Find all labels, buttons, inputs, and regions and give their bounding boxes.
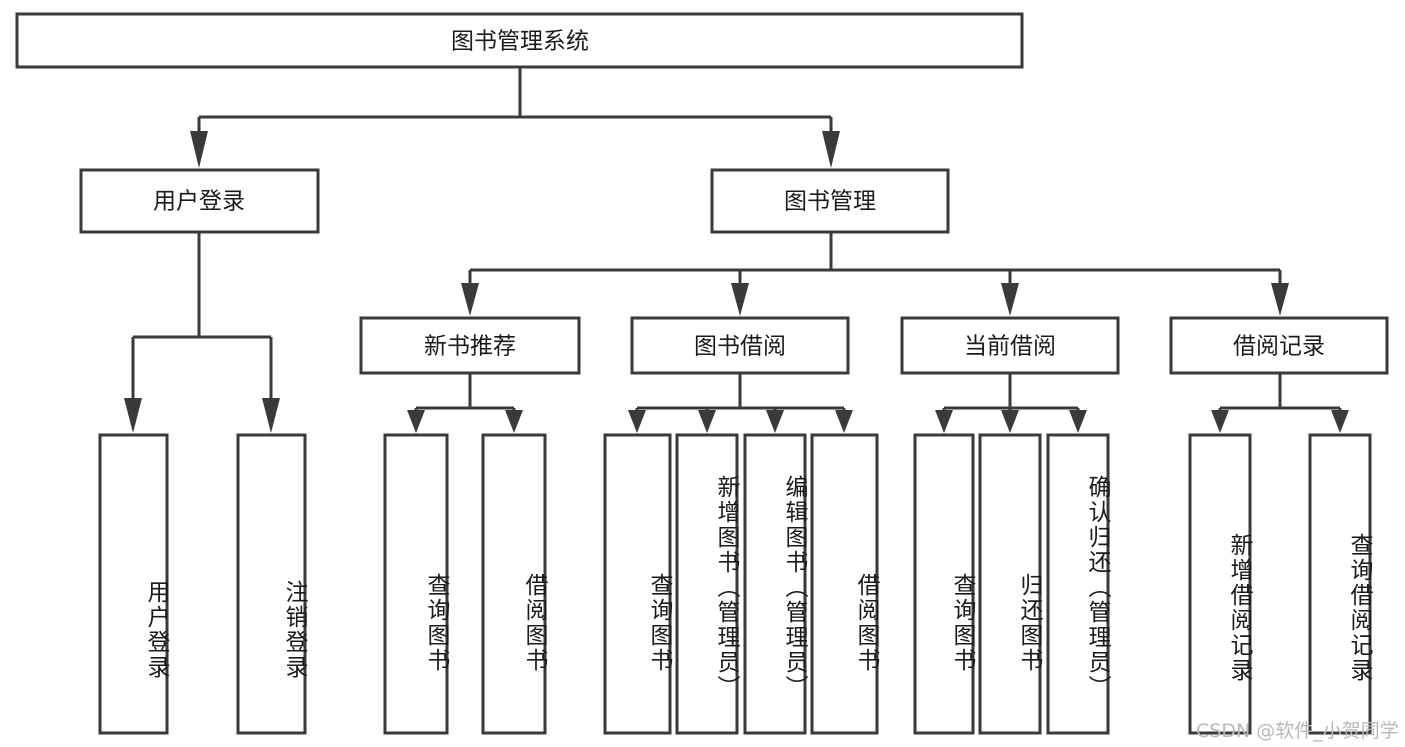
leaf-box-return-book[interactable] [978,433,1042,735]
leaf-box-query-book-borrow[interactable] [603,433,672,735]
arrow-head-leaf-query-book-current [935,410,953,433]
arrow-head-leaf-add-book-admin [698,410,716,433]
leaf-boxes-group [98,433,1372,735]
connector-group-bookmgmt-to-level3 [461,232,1289,316]
leaf-box-borrow-book-rec[interactable] [481,433,547,735]
arrow-head-leaf-borrow-book-rec [505,410,523,433]
leaf-box-add-book-admin[interactable] [675,433,739,735]
node-current-borrow[interactable]: 当前借阅 [900,316,1120,375]
arrow-head-leaf-query-book-borrow [628,410,646,433]
csdn-watermark: CSDN @软件_小贺同学 [1196,720,1399,742]
leaf-box-add-borrow-record[interactable] [1188,433,1252,735]
leaf-box-confirm-return-admin[interactable] [1046,433,1110,735]
arrow-head-leaf-edit-book-admin [766,410,784,433]
leaf-box-logout-login[interactable] [236,433,307,735]
node-user-login[interactable]: 用户登录 [79,168,320,234]
connector-group-borrowrecord-to-leaves [1211,373,1349,433]
leaf-box-borrow-book[interactable] [810,433,879,735]
arrow-head-borrow-record [1271,283,1289,316]
node-borrow-record[interactable]: 借阅记录 [1169,316,1389,375]
node-book-management-label: 图书管理 [784,189,876,215]
connector-group-newbook-to-leaves [407,373,523,433]
arrow-head-book-management [822,131,840,168]
leaf-box-query-borrow-record[interactable] [1308,433,1372,735]
leaf-box-edit-book-admin[interactable] [743,433,807,735]
node-new-book-recommend-label: 新书推荐 [424,334,516,360]
arrow-head-leaf-query-book-rec [407,410,425,433]
node-new-book-recommend-box[interactable] [359,316,581,375]
connector-group-root-to-level2 [190,67,840,168]
node-current-borrow-box[interactable] [900,316,1120,375]
node-book-management-box[interactable] [710,168,950,234]
node-current-borrow-label: 当前借阅 [964,334,1056,360]
node-borrow-record-box[interactable] [1169,316,1389,375]
connector-group-currentborrow-to-leaves [935,373,1087,433]
arrow-head-leaf-borrow-book [835,410,853,433]
connector-group-userlogin-to-leaves [124,232,280,433]
node-root-system[interactable]: 图书管理系统 [15,12,1024,69]
arrow-head-user-login [190,131,208,168]
arrow-head-leaf-return-book [1001,410,1019,433]
leaf-box-user-login[interactable] [98,433,169,735]
arrow-head-leaf-logout-login [262,398,280,433]
node-borrow-record-label: 借阅记录 [1233,334,1325,360]
arrow-head-book-borrow [731,283,749,316]
arrow-head-leaf-add-borrow-record [1211,410,1229,433]
arrow-head-leaf-confirm-return-admin [1069,410,1087,433]
arrow-head-new-book-recommend [461,283,479,316]
connector-group-bookborrow-to-leaves [628,373,853,433]
node-book-borrow-box[interactable] [630,316,850,375]
node-user-login-label: 用户登录 [153,189,245,215]
arrow-head-leaf-user-login [124,398,142,433]
leaf-box-query-book-rec[interactable] [383,433,449,735]
node-book-borrow[interactable]: 图书借阅 [630,316,850,375]
arrow-head-leaf-query-borrow-record [1331,410,1349,433]
arrow-head-current-borrow [1001,283,1019,316]
node-book-borrow-label: 图书借阅 [694,334,786,360]
node-book-management[interactable]: 图书管理 [710,168,950,234]
node-root-label: 图书管理系统 [451,29,589,55]
node-root-box[interactable] [15,12,1024,69]
node-user-login-box[interactable] [79,168,320,234]
node-new-book-recommend[interactable]: 新书推荐 [359,316,581,375]
leaf-box-query-book-current[interactable] [913,433,975,735]
